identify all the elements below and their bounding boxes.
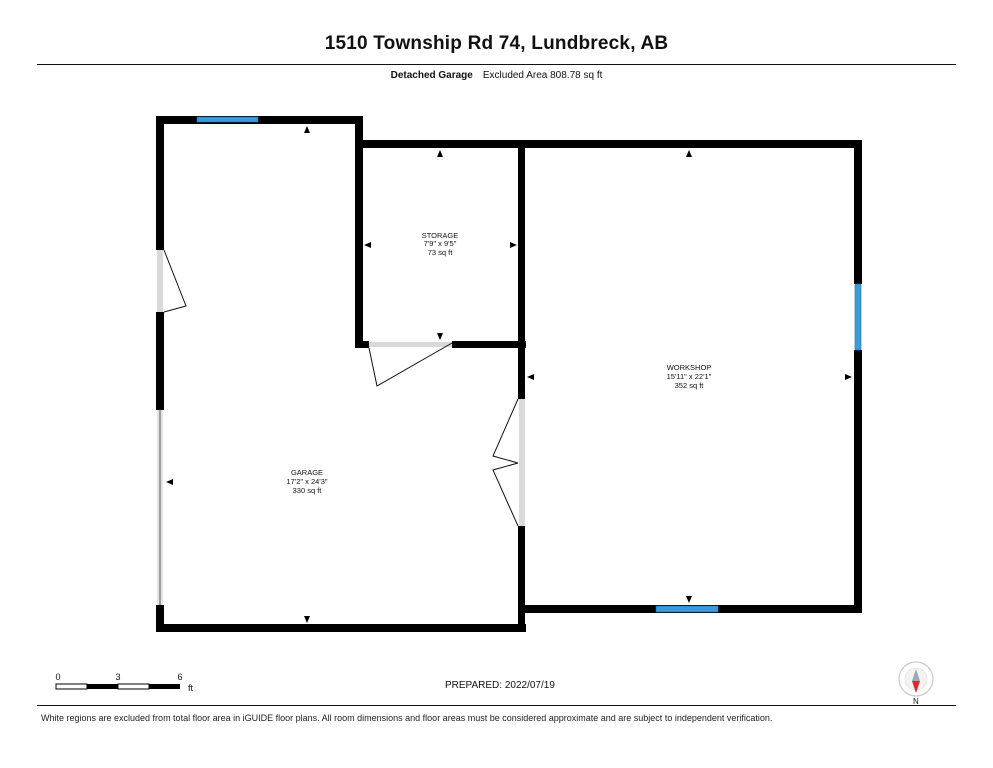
area-note: Excluded Area 808.78 sq ft xyxy=(482,70,603,81)
door-swing-workshop-upper xyxy=(492,398,519,464)
wall-step xyxy=(355,116,363,149)
scale-tick-0: 0 xyxy=(55,672,60,682)
arrow-storage-right xyxy=(510,242,517,248)
arrow-storage-left xyxy=(364,242,371,248)
arrow-storage-bottom xyxy=(437,333,443,340)
wall-garage-left-middle xyxy=(156,312,164,410)
arrow-workshop-left xyxy=(527,374,534,380)
arrow-workshop-right xyxy=(845,374,852,380)
garage-dims: 17'2" x 24'3" xyxy=(286,477,327,486)
workshop-area: 352 sq ft xyxy=(675,381,705,390)
wall-workshop-right-upper xyxy=(854,140,862,284)
wall-garage-left-upper xyxy=(156,116,164,250)
wall-divider-middle xyxy=(518,341,525,399)
windows xyxy=(196,116,862,613)
walls xyxy=(156,116,862,632)
garage-area: 330 sq ft xyxy=(293,486,323,495)
storage-label: STORAGE 7'9" x 9'5" 73 sq ft xyxy=(422,231,459,257)
doors xyxy=(157,249,525,605)
arrow-workshop-top xyxy=(686,150,692,157)
wall-divider-lower xyxy=(518,526,525,632)
scale-unit: ft xyxy=(188,683,194,693)
compass-icon: N xyxy=(898,661,934,706)
garage-name: GARAGE xyxy=(291,468,323,477)
scale-tick-3: 3 xyxy=(115,672,120,682)
wall-garage-bottom xyxy=(156,624,526,632)
prepared-date: PREPARED: 2022/07/19 xyxy=(445,680,555,691)
garage-label: GARAGE 17'2" x 24'3" 330 sq ft xyxy=(286,468,327,495)
door-swing-workshop-lower xyxy=(492,462,519,527)
scale-tick-6: 6 xyxy=(177,672,182,682)
window-workshop-bottom xyxy=(655,605,719,613)
storage-dims: 7'9" x 9'5" xyxy=(424,239,457,248)
storage-name: STORAGE xyxy=(422,231,459,240)
wall-workshop-right-lower xyxy=(854,350,862,613)
storage-area: 73 sq ft xyxy=(428,248,454,257)
door-opening-side xyxy=(157,250,163,312)
arrow-storage-top xyxy=(437,150,443,157)
title-divider xyxy=(37,64,956,65)
footer-divider xyxy=(37,705,956,706)
wall-top-right xyxy=(355,140,862,148)
door-opening-storage xyxy=(369,342,452,347)
arrow-workshop-bottom xyxy=(686,596,692,603)
workshop-name: WORKSHOP xyxy=(667,363,712,372)
scale-segment-3 xyxy=(117,683,150,690)
workshop-label: WORKSHOP 15'11" x 22'1" 352 sq ft xyxy=(667,363,712,390)
wall-storage-left xyxy=(355,140,363,348)
compass-needle-north xyxy=(912,681,920,693)
door-opening-workshop xyxy=(519,399,525,526)
wall-divider-upper xyxy=(518,140,525,348)
scale-segment-1 xyxy=(55,683,88,690)
window-garage-top xyxy=(196,116,259,123)
plan-subtitle: Detached Garage Excluded Area 808.78 sq f… xyxy=(0,70,993,81)
compass-label: N xyxy=(913,697,919,706)
door-swing-side xyxy=(163,249,187,313)
workshop-dims: 15'11" x 22'1" xyxy=(667,372,712,381)
wall-storage-bottom-right xyxy=(452,341,526,348)
wall-garage-top xyxy=(156,116,363,124)
window-workshop-right xyxy=(854,283,862,351)
scale-segment-2 xyxy=(87,684,118,689)
wall-garage-left-lower xyxy=(156,605,164,632)
wall-storage-bottom-left xyxy=(355,341,369,348)
level-label: Detached Garage xyxy=(390,70,473,81)
compass-needle-top xyxy=(912,669,920,681)
scale-bar: 0 3 6 ft xyxy=(55,672,193,693)
plan-title: 1510 Township Rd 74, Lundbreck, AB xyxy=(324,33,669,54)
scale-segment-4 xyxy=(149,684,180,689)
arrow-garage-bottom xyxy=(304,616,310,623)
arrow-garage-top xyxy=(304,126,310,133)
arrow-garage-left xyxy=(166,479,173,485)
dimension-arrows xyxy=(166,126,852,623)
door-swing-storage xyxy=(368,342,453,387)
disclaimer-text: White regions are excluded from total fl… xyxy=(41,713,773,723)
